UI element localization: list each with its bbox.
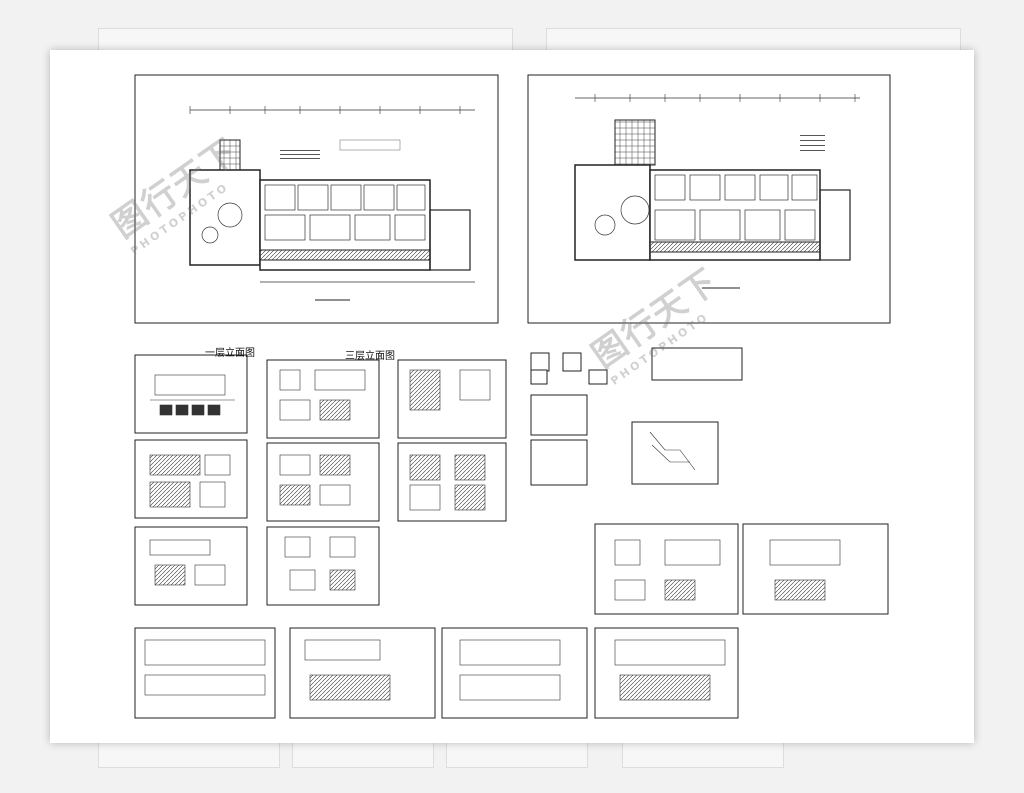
floor-plan-right (527, 74, 891, 324)
thumbnail-details (144, 369, 841, 701)
elevation-floor-3-label: 三层立面图 (345, 351, 395, 362)
drawing-sheet: 一层立面图 三层立面图 图行天下 PHOTOPHOTO 图行天下 PHOTOPH… (50, 50, 974, 743)
background-sheet (446, 742, 588, 768)
elevation-thumbnails (134, 347, 889, 719)
drawing-canvas (134, 74, 891, 719)
background-sheet (546, 28, 961, 54)
background-sheet (622, 742, 784, 768)
elevation-floor-1-label: 一层立面图 (205, 348, 255, 359)
floor-plan-left (134, 74, 499, 324)
background-sheet (292, 742, 434, 768)
background-sheet (98, 742, 280, 768)
